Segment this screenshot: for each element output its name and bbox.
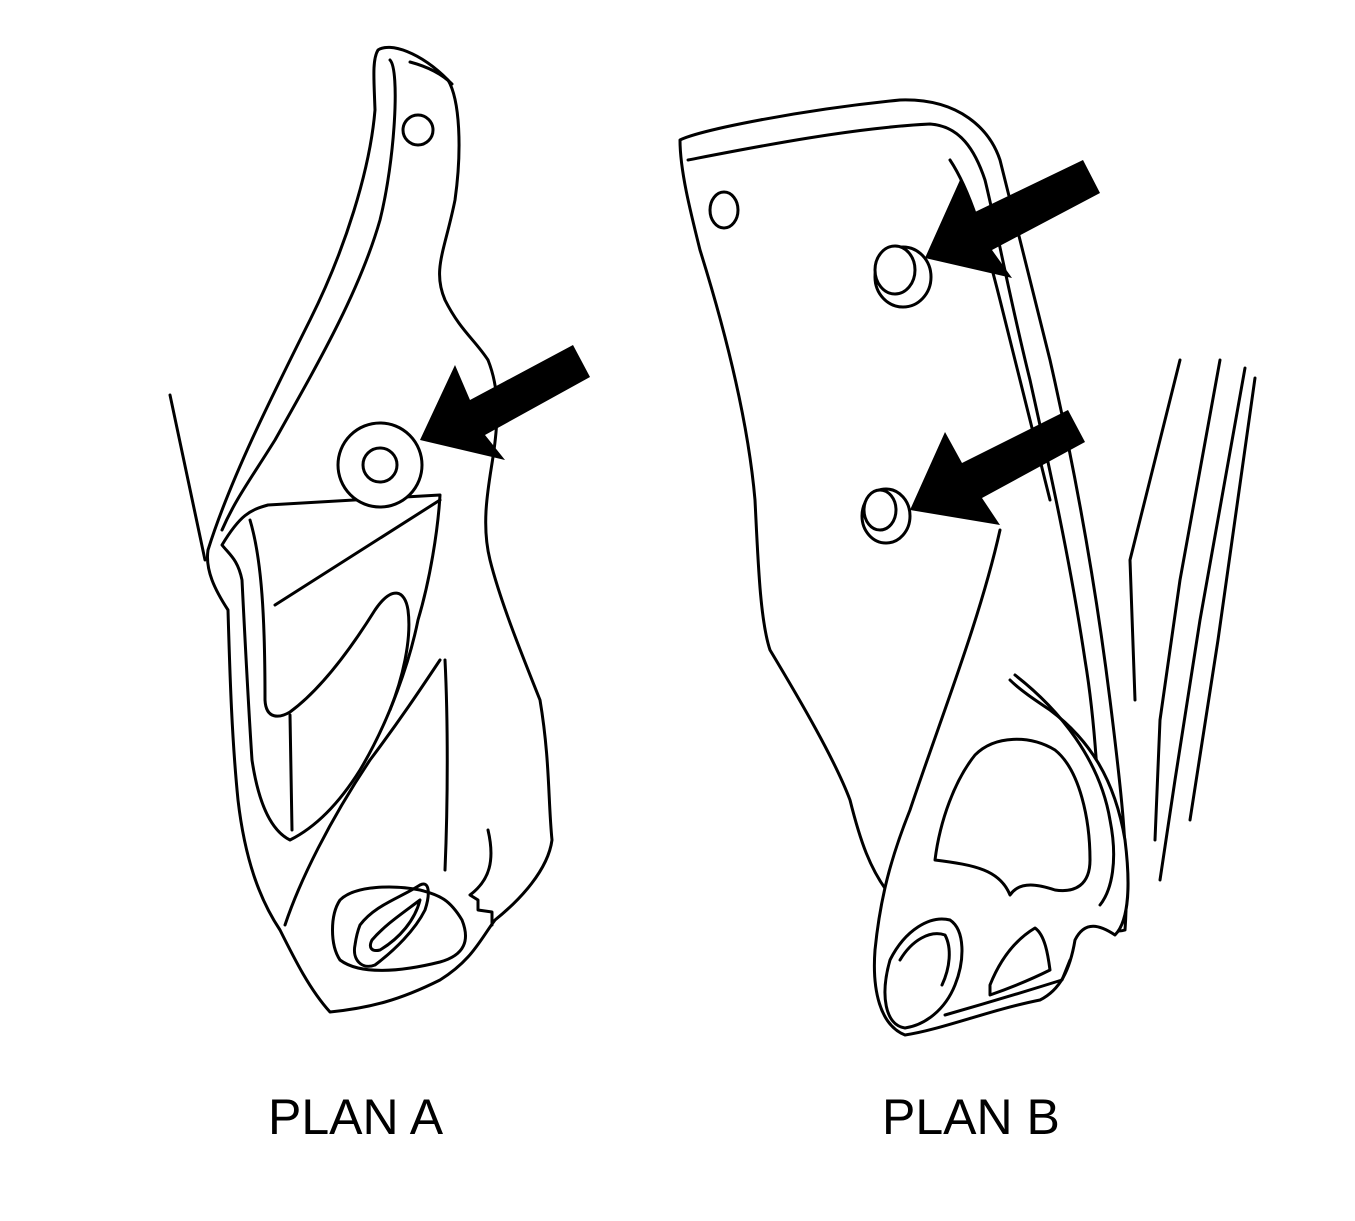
plan-b-foot-slot-left-inner — [898, 932, 951, 987]
plan-a-lower-edge-2 — [443, 658, 449, 872]
plan-b-upper-arrow-icon — [925, 160, 1100, 278]
plan-b-lower-arm — [872, 528, 1130, 1037]
plan-a-upper-hole — [401, 113, 435, 147]
plan-a-foot-slot-inner — [352, 882, 430, 968]
plan-a-bracket — [168, 45, 590, 1014]
plan-a-label: PLAN A — [268, 1089, 444, 1145]
plan-a-inner-lower — [288, 713, 294, 832]
plan-a-inner-channel — [220, 493, 442, 842]
plan-a-stud-inner — [361, 446, 399, 484]
plan-a-arm-ridge — [220, 58, 397, 532]
plan-a-arm-tip — [408, 60, 454, 86]
plan-b-rail-4 — [1188, 376, 1257, 822]
plan-b-foot-slot-right — [988, 926, 1052, 997]
plan-b-label: PLAN B — [882, 1089, 1060, 1145]
plan-b-bracket — [678, 98, 1257, 1037]
plan-b-cutout — [933, 737, 1092, 897]
plan-b-foot-slot-left — [883, 917, 964, 1030]
plan-b-upper-stud-inner — [873, 244, 917, 296]
plan-b-lower-arrow-icon — [910, 410, 1085, 525]
plan-a-diagonal-rib — [273, 498, 442, 607]
plan-b-rail-1 — [1128, 358, 1182, 702]
plan-b-rail-2 — [1153, 358, 1222, 842]
plan-a-arrow-icon — [420, 345, 590, 460]
plan-a-reference-line — [168, 393, 207, 562]
plan-a-lower-edge — [283, 658, 442, 927]
plan-b-rail-3 — [1158, 366, 1247, 882]
plan-b-foot-edge — [943, 958, 1072, 1017]
plan-a-bracket-outline — [205, 45, 554, 1014]
plan-b-top-flange — [686, 122, 1102, 862]
plan-a-foot-notch — [468, 828, 494, 927]
plan-a-foot-slot-outer — [331, 885, 467, 972]
plan-a-inner-rib — [248, 518, 411, 718]
plan-b-small-hole — [708, 190, 740, 230]
plan-a-foot-slot-core — [368, 898, 422, 952]
plan-b-lower-arm-inner — [1013, 673, 1116, 907]
plan-b-lower-stud-inner — [862, 488, 898, 532]
